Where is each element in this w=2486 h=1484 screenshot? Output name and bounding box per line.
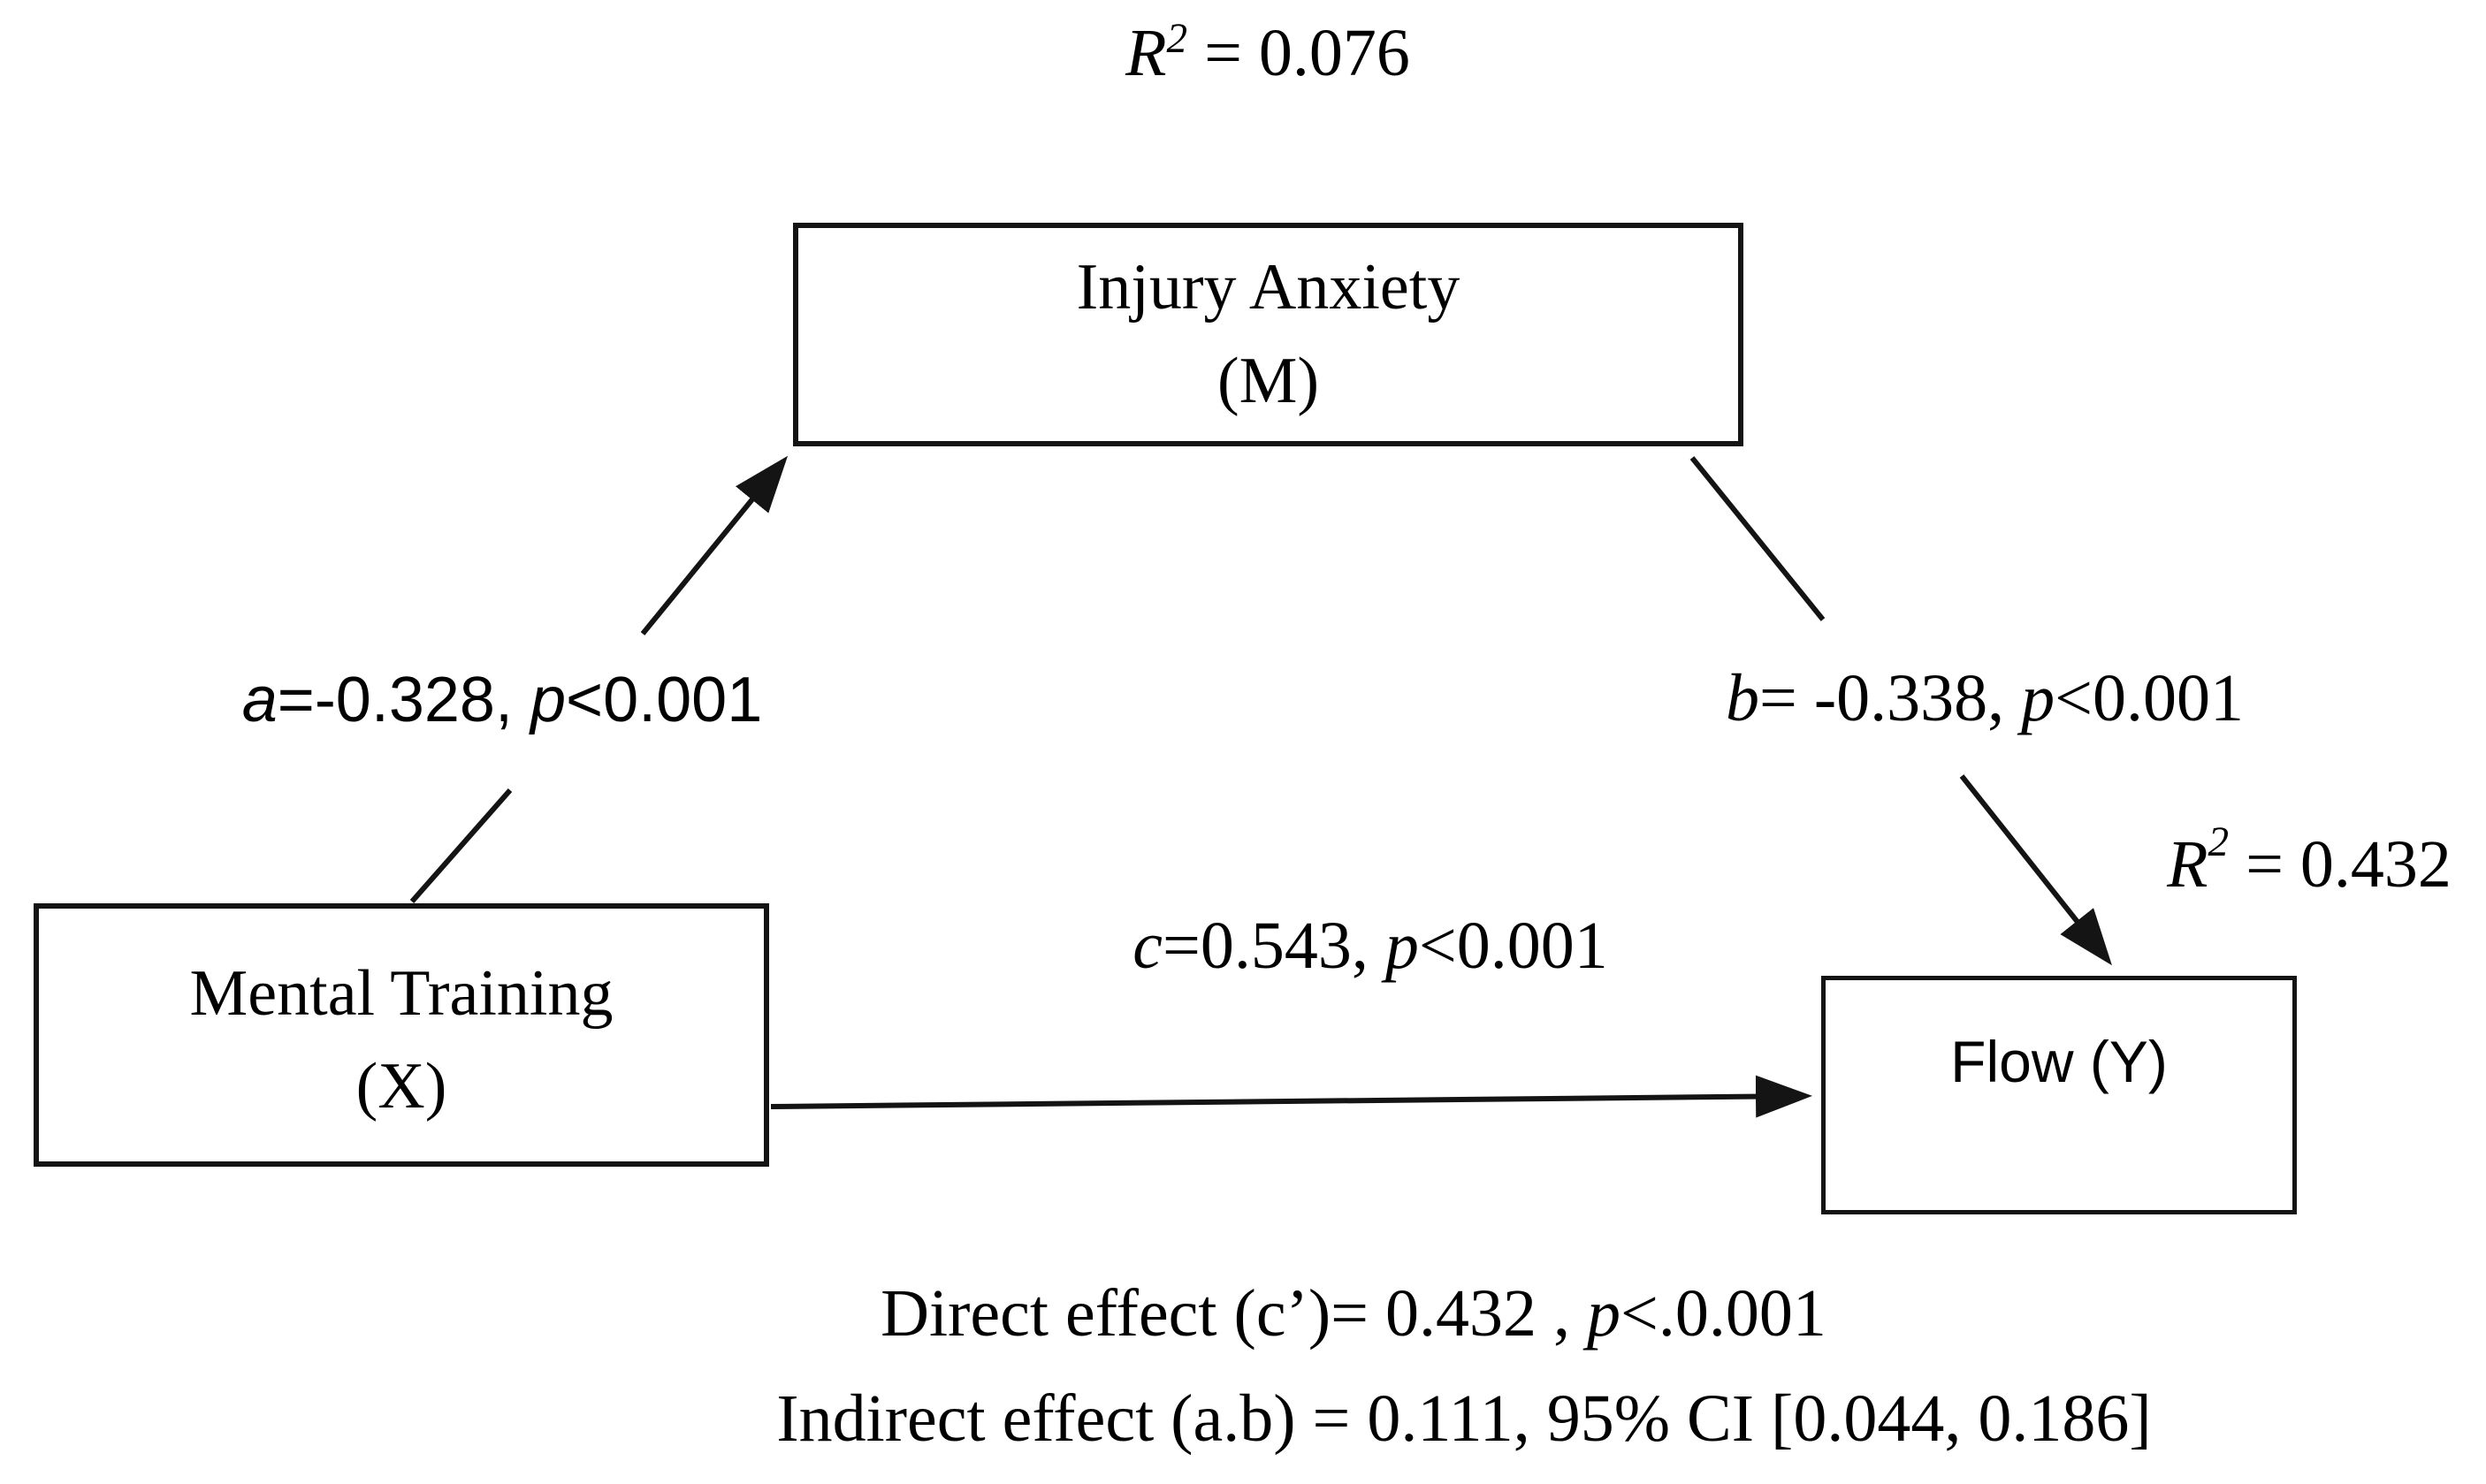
path-a-segment-upper-arrow — [640, 455, 789, 635]
a-p-value: <0.001 — [566, 665, 763, 735]
superscript-2: 2 — [2208, 818, 2230, 865]
predictor-box-line2: (X) — [355, 1050, 447, 1123]
direct-effect-label: Direct effect (c’)= 0.432 , p<.0.001 — [881, 1280, 1826, 1347]
c-value: =0.543, — [1162, 909, 1385, 983]
predictor-box: Mental Training (X) — [34, 903, 769, 1167]
a-value: =-0.328, — [277, 665, 530, 735]
path-b-segment-lower-arrow — [1959, 774, 2112, 966]
direct-effect-text: Direct effect (c’)= 0.432 , — [881, 1276, 1588, 1351]
b-variable: b — [1725, 661, 1759, 735]
r-squared-value: = 0.432 — [2229, 827, 2452, 902]
b-value: = -0.338, — [1758, 661, 2022, 735]
a-variable: a — [241, 665, 278, 735]
path-a-segment-lower — [409, 788, 513, 903]
r-squared-outcome-label: R2 = 0.432 — [2167, 821, 2452, 898]
path-c-coefficient-label: c=0.543, p<0.001 — [1132, 912, 1607, 979]
r-squared-value: = 0.076 — [1187, 16, 1410, 90]
direct-p-variable: p — [1587, 1276, 1621, 1351]
outcome-box: Flow (Y) — [1821, 976, 2297, 1214]
path-a-coefficient-label: a=-0.328, p<0.001 — [242, 668, 763, 732]
r-variable: R — [2167, 827, 2208, 902]
direct-p-value: <.0.001 — [1620, 1276, 1826, 1351]
r-squared-mediator-label: R2 = 0.076 — [1125, 19, 1410, 87]
c-p-variable: p — [1384, 909, 1419, 983]
path-b-coefficient-label: b= -0.338, p<0.001 — [1726, 665, 2244, 732]
a-p-variable: p — [530, 665, 567, 735]
superscript-2: 2 — [1166, 16, 1188, 63]
predictor-box-line1: Mental Training — [189, 957, 614, 1030]
path-b-segment-upper — [1689, 456, 1826, 621]
indirect-effect-text: Indirect effect (a.b) = 0.111, 95% CI [0… — [776, 1381, 2152, 1456]
mediator-box: Injury Anxiety (M) — [793, 223, 1743, 446]
b-p-value: <0.001 — [2055, 661, 2245, 735]
indirect-effect-label: Indirect effect (a.b) = 0.111, 95% CI [0… — [776, 1385, 2151, 1452]
mediator-box-line1: Injury Anxiety — [1076, 251, 1460, 324]
mediator-box-line2: (M) — [1216, 344, 1320, 417]
c-variable: c — [1132, 909, 1163, 983]
path-c-arrow — [770, 1075, 1812, 1118]
b-p-variable: p — [2021, 661, 2055, 735]
outcome-box-label: Flow (Y) — [1950, 1029, 2168, 1094]
r-variable: R — [1125, 16, 1167, 90]
c-p-value: <0.001 — [1418, 909, 1608, 983]
